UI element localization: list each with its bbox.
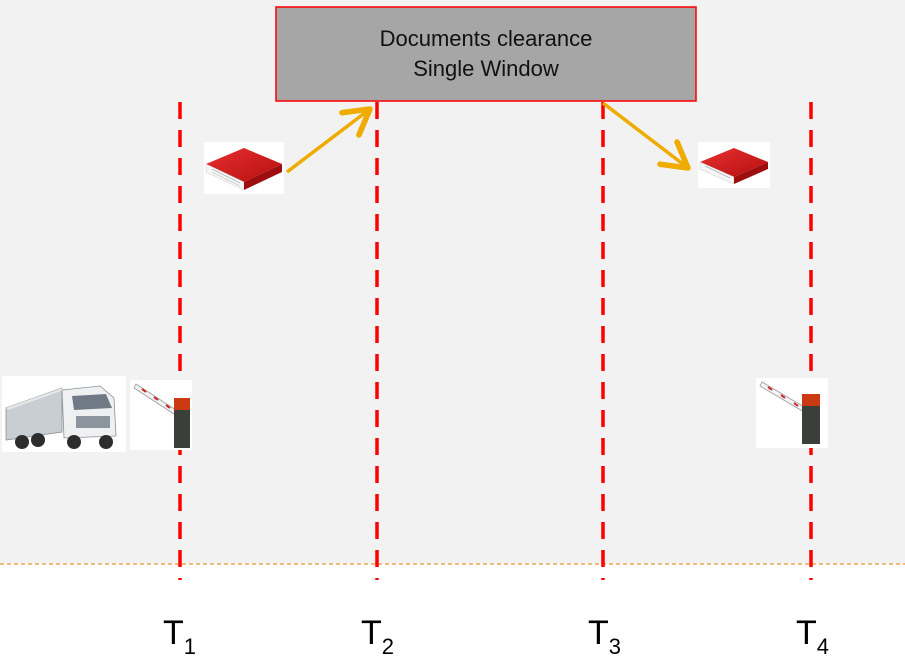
- clearance-box-line2: Single Window: [413, 56, 559, 81]
- clearance-box-line1: Documents clearance: [379, 26, 593, 51]
- timeline-label-t4: T4: [796, 614, 829, 660]
- timeline-letter: T: [361, 614, 382, 652]
- document-icon: [698, 142, 770, 188]
- clearance-box-label: Documents clearance Single Window: [276, 7, 696, 101]
- document-icon: [204, 142, 284, 194]
- barrier-gate-icon: [756, 378, 828, 448]
- timeline-letter: T: [588, 614, 609, 652]
- arrow-submit-document: [285, 106, 373, 174]
- timeline-subscript: 2: [381, 634, 395, 659]
- timeline-subscript: 1: [183, 634, 197, 659]
- timeline-label-t3: T3: [588, 614, 621, 660]
- barrier-gate-icon: [130, 380, 192, 450]
- timeline-letter: T: [163, 614, 184, 652]
- truck-icon: [2, 376, 126, 452]
- clearance-box: [275, 6, 697, 102]
- arrow-return-document: [601, 101, 691, 171]
- timeline-label-t1: T1: [163, 614, 196, 660]
- timeline-letter: T: [796, 614, 817, 652]
- timeline-label-t2: T2: [361, 614, 394, 660]
- timeline-subscript: 3: [608, 634, 622, 659]
- timeline-subscript: 4: [816, 634, 830, 659]
